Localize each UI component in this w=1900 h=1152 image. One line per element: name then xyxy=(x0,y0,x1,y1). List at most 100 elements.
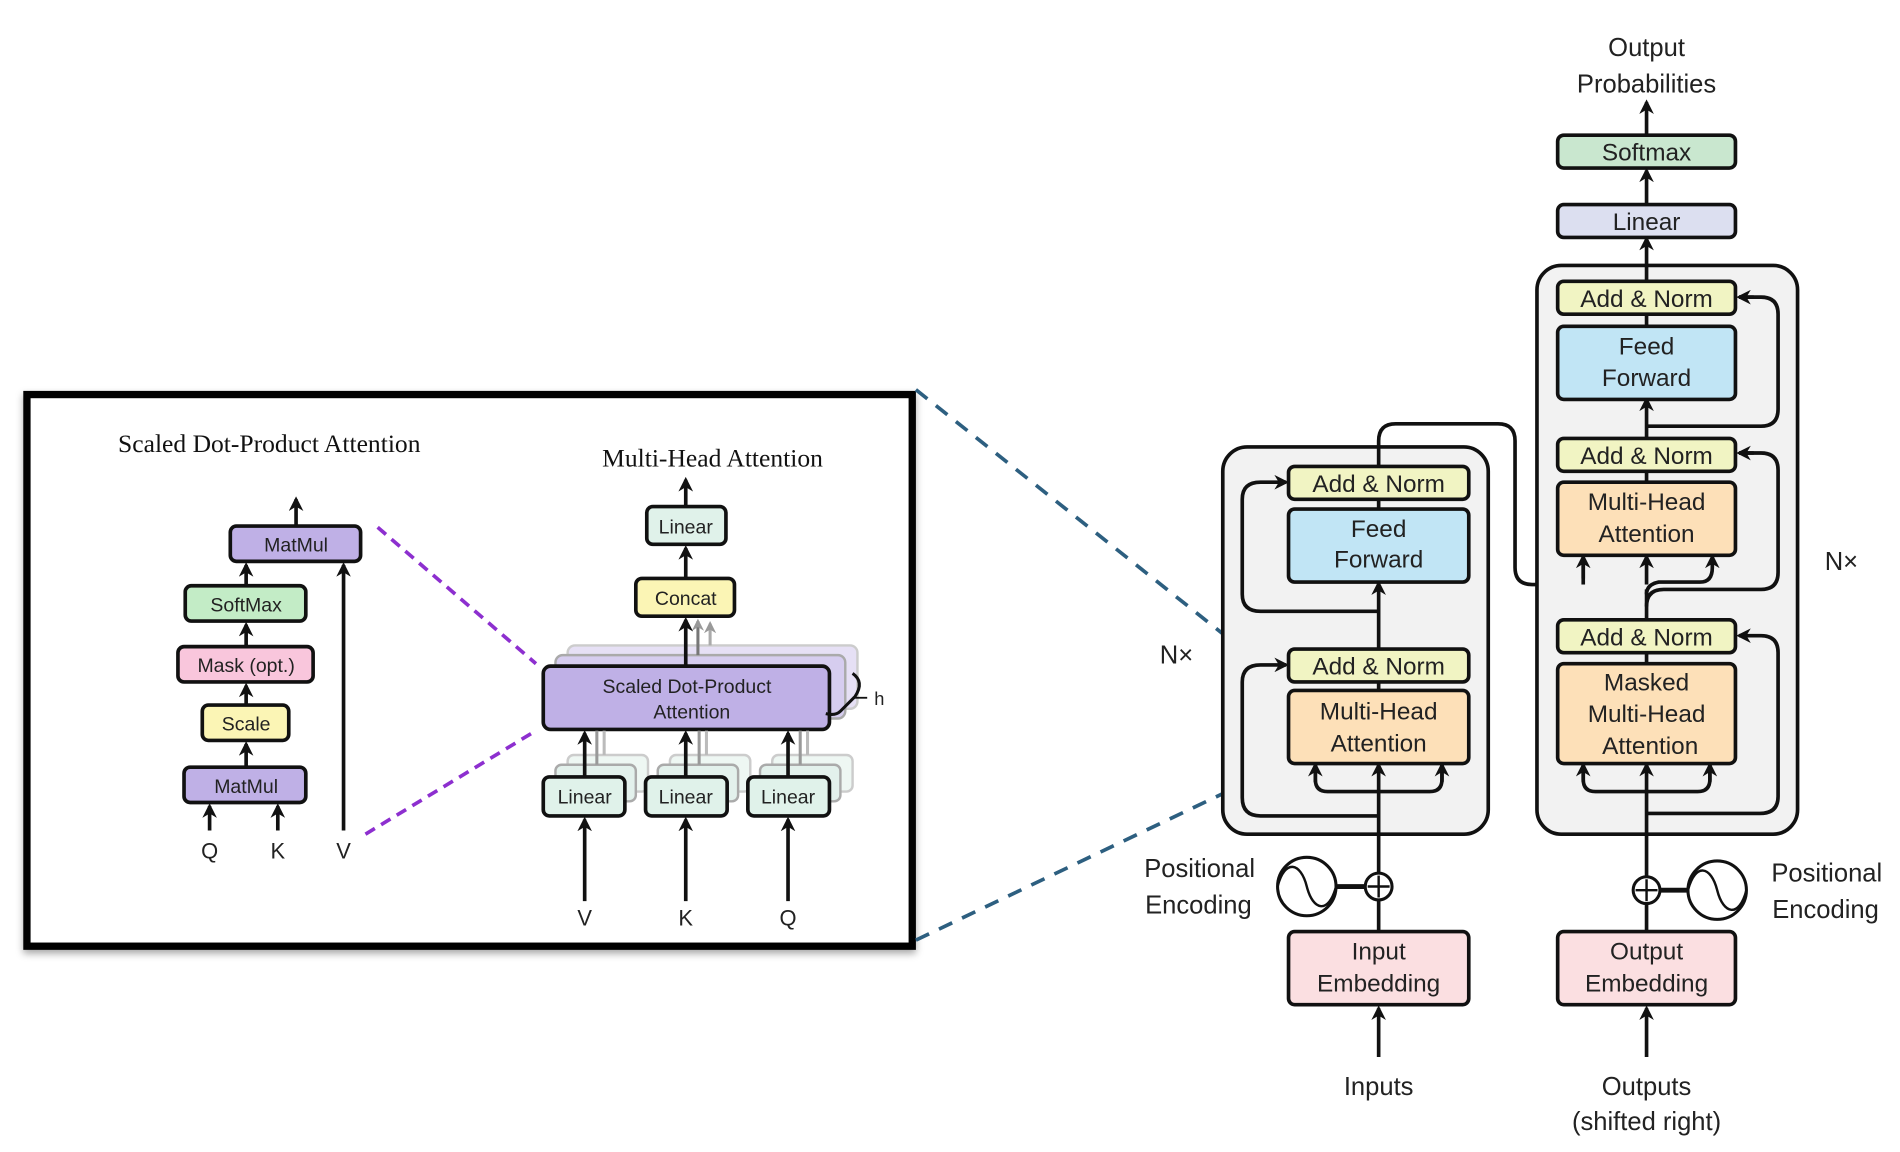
decoder: N× Output Probabilities Softmax Linear xyxy=(1535,34,1882,1136)
decoder-input-label-2: (shifted right) xyxy=(1572,1108,1721,1136)
mha-linear-v-label: Linear xyxy=(558,787,613,809)
decoder-residual-3 xyxy=(1646,295,1780,429)
mha-linear-top-label: Linear xyxy=(659,516,714,538)
decoder-add-norm-2 xyxy=(1555,436,1738,474)
sdpa-mask xyxy=(176,644,315,684)
decoder-emb-label-2: Embedding xyxy=(1585,970,1708,997)
decoder-residual-1 xyxy=(1646,628,1780,816)
purple-dash-connector-bottom xyxy=(364,729,537,836)
decoder-pe-label-2: Encoding xyxy=(1772,896,1879,924)
decoder-masked-mha xyxy=(1555,661,1738,766)
mha-linear-k-label: Linear xyxy=(659,787,714,809)
sdpa-mask-label: Mask (opt.) xyxy=(197,655,294,677)
mha-sdpa-label-1: Scaled Dot-Product xyxy=(603,676,772,698)
sdpa-input-q: Q xyxy=(201,839,218,864)
sdpa-softmax xyxy=(183,583,308,623)
decoder-add-norm-1-label: Add & Norm xyxy=(1580,286,1713,313)
heads-brace xyxy=(825,672,861,716)
mha-sdpa-label-2: Attention xyxy=(653,701,730,723)
encoder-to-decoder-line xyxy=(1376,421,1647,587)
sdpa-scale xyxy=(200,703,291,743)
mha-title: Multi-Head Attention xyxy=(602,443,823,472)
decoder-mha-label-1: Multi-Head xyxy=(1588,489,1706,516)
sdpa-matmul-bottom xyxy=(182,765,308,805)
encoder-emb-label-2: Embedding xyxy=(1317,970,1440,997)
decoder-output-embedding xyxy=(1555,929,1738,1007)
encoder-mha-label-1: Multi-Head xyxy=(1320,699,1438,726)
decoder-feed-forward xyxy=(1555,324,1738,402)
sdpa-matmul-top-label: MatMul xyxy=(264,535,328,557)
sdpa-matmul-bottom-label: MatMul xyxy=(214,776,278,798)
mha-linear-top xyxy=(644,504,728,547)
encoder-qkv-split xyxy=(1313,764,1444,794)
attention-inset-panel: Scaled Dot-Product Attention MatMul Soft… xyxy=(23,390,916,950)
decoder-add-norm-1 xyxy=(1555,279,1738,317)
encoder-add-norm-top-label: Add & Norm xyxy=(1312,471,1445,498)
encoder-input-embedding xyxy=(1286,929,1471,1007)
purple-dash-connector-top xyxy=(376,525,538,666)
encoder-residual-1 xyxy=(1240,657,1379,818)
mha-concat-label: Concat xyxy=(655,588,717,610)
output-probabilities-label-2: Probabilities xyxy=(1577,71,1716,99)
decoder-add-norm-2-label: Add & Norm xyxy=(1580,443,1713,470)
decoder-emb-label-1: Output xyxy=(1610,939,1683,966)
encoder-pe-label-2: Encoding xyxy=(1145,891,1252,919)
heads-label: h xyxy=(874,688,884,709)
encoder-ff-label-1: Feed xyxy=(1351,516,1407,543)
decoder-input-label-1: Outputs xyxy=(1602,1073,1692,1101)
encoder-sine-wave-icon xyxy=(1276,855,1338,918)
decoder-masked-label-3: Attention xyxy=(1602,733,1698,760)
mha-linear-k: Linear K xyxy=(643,730,752,930)
decoder-linear-label: Linear xyxy=(1613,209,1681,236)
decoder-ff-label-1: Feed xyxy=(1619,333,1675,360)
decoder-masked-label-2: Multi-Head xyxy=(1588,701,1706,728)
encoder-input-label: Inputs xyxy=(1344,1073,1414,1101)
mha-linear-q: Linear Q xyxy=(746,730,854,930)
decoder-pe-label-1: Positional xyxy=(1771,860,1882,888)
decoder-cross-attention xyxy=(1555,480,1738,558)
decoder-sine-wave-icon xyxy=(1686,859,1748,921)
encoder-mha-label-2: Attention xyxy=(1331,730,1427,757)
decoder-softmax-label: Softmax xyxy=(1602,140,1691,167)
mha-linear-v: Linear V xyxy=(541,730,650,930)
sdpa-softmax-label: SoftMax xyxy=(210,594,282,616)
sdpa-diagram: Scaled Dot-Product Attention MatMul Soft… xyxy=(118,429,421,864)
mha-linear-q-label: Linear xyxy=(761,787,816,809)
encoder-residual-2 xyxy=(1240,474,1379,614)
cross-attn-q xyxy=(1644,553,1720,595)
mha-input-v: V xyxy=(577,905,592,930)
encoder-ff-label-2: Forward xyxy=(1334,546,1423,573)
encoder-pe-label-1: Positional xyxy=(1144,855,1255,883)
mha-diagram: Multi-Head Attention Linear Concat Scale… xyxy=(541,443,884,930)
blue-dash-connector-top xyxy=(914,388,1293,690)
sdpa-scale-label: Scale xyxy=(222,714,271,736)
encoder-mha xyxy=(1286,688,1471,766)
decoder-add-norm-3 xyxy=(1555,618,1738,655)
decoder-mha-label-2: Attention xyxy=(1599,521,1695,548)
output-probabilities-label-1: Output xyxy=(1608,34,1685,62)
sdpa-input-k: K xyxy=(270,839,285,864)
encoder-emb-label-1: Input xyxy=(1352,939,1406,966)
encoder: N× Multi-Head Attention Add & Norm Feed … xyxy=(1144,421,1647,1101)
sdpa-matmul-top xyxy=(228,524,363,564)
decoder-repeat-label: N× xyxy=(1825,548,1858,576)
encoder-add-norm-bottom-label: Add & Norm xyxy=(1312,654,1445,681)
decoder-residual-2 xyxy=(1644,451,1780,607)
encoder-feed-forward xyxy=(1286,507,1471,584)
mha-input-k: K xyxy=(678,905,693,930)
decoder-masked-label-1: Masked xyxy=(1604,669,1689,696)
mha-concat xyxy=(633,576,737,619)
encoder-add-norm-bottom xyxy=(1286,647,1471,684)
sdpa-title: Scaled Dot-Product Attention xyxy=(118,429,421,458)
decoder-linear xyxy=(1555,202,1738,240)
decoder-ff-label-2: Forward xyxy=(1602,365,1691,392)
sdpa-input-v: V xyxy=(336,839,351,864)
encoder-repeat-label: N× xyxy=(1160,642,1193,670)
decoder-masked-qkv-split xyxy=(1581,764,1712,794)
mha-sdpa-block xyxy=(541,664,832,732)
decoder-add-norm-3-label: Add & Norm xyxy=(1580,624,1713,651)
decoder-softmax xyxy=(1555,133,1738,170)
mha-input-q: Q xyxy=(780,905,797,930)
encoder-container xyxy=(1220,445,1491,836)
